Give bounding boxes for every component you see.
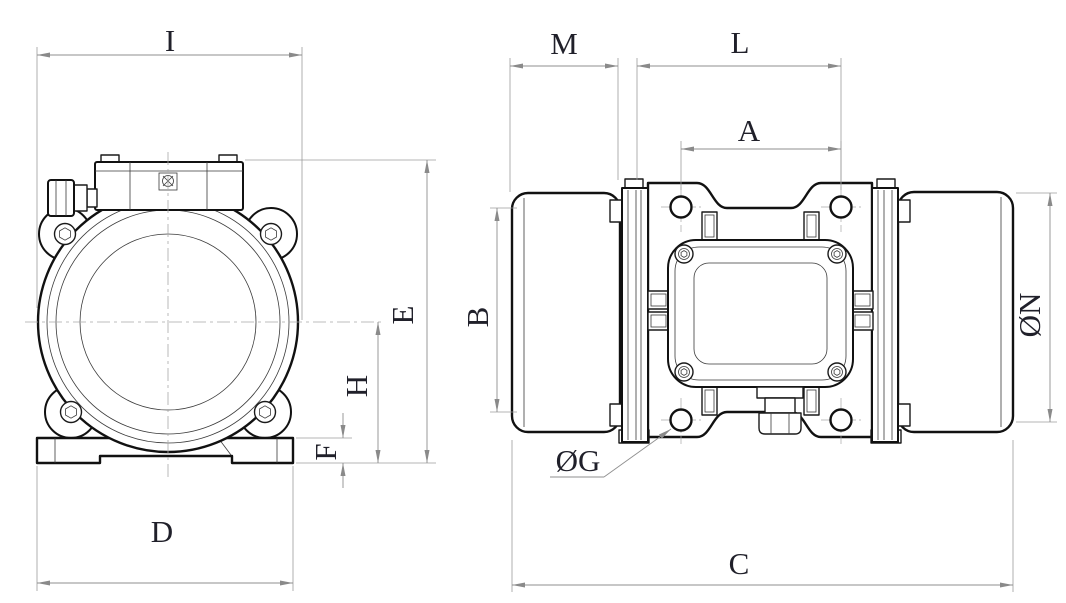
label-G: ØG [556,443,601,478]
label-N: ØN [1012,293,1047,338]
label-I: I [165,23,175,58]
right-drum [896,190,1015,434]
dim-B: B [460,207,517,413]
label-A: A [738,113,761,148]
dim-M: M [509,26,619,192]
dim-N: ØN [1012,192,1057,423]
dim-F: F [296,413,352,488]
hole-top-left [669,195,693,219]
label-H: H [339,375,374,397]
dim-L: L [636,25,842,185]
flange-bolt-bottom-right [253,400,277,424]
label-B: B [460,307,495,328]
cable-gland-front [47,179,98,217]
hole-bottom-right [829,408,853,432]
front-view: I D E H F [25,23,436,591]
label-C: C [729,546,750,581]
label-E: E [385,306,420,325]
dim-H: H [339,322,381,463]
right-flange [870,178,911,444]
flange-bolt-top-left [53,222,77,246]
flange-bolt-bottom-left [59,400,83,424]
label-D: D [151,514,173,549]
dim-C: C [511,440,1014,592]
cable-gland-side [756,386,804,435]
cover-posts [701,211,820,416]
dim-E: E [245,159,436,464]
label-M: M [550,26,578,61]
flange-bolt-top-right [259,222,283,246]
label-L: L [731,25,750,60]
side-view: M L A B ØN [460,25,1057,592]
dim-G: ØG [550,428,672,478]
left-drum [510,191,622,434]
cover-screws [674,244,847,382]
hole-bottom-left [669,408,693,432]
terminal-box [94,154,244,211]
side-clamps [647,290,874,331]
dim-I: I [36,23,303,320]
label-F: F [308,443,343,460]
dim-A: A [680,113,842,190]
hole-top-right [829,195,853,219]
dim-D: D [36,466,294,591]
mounting-holes [661,187,861,444]
cover-plate [667,239,854,388]
